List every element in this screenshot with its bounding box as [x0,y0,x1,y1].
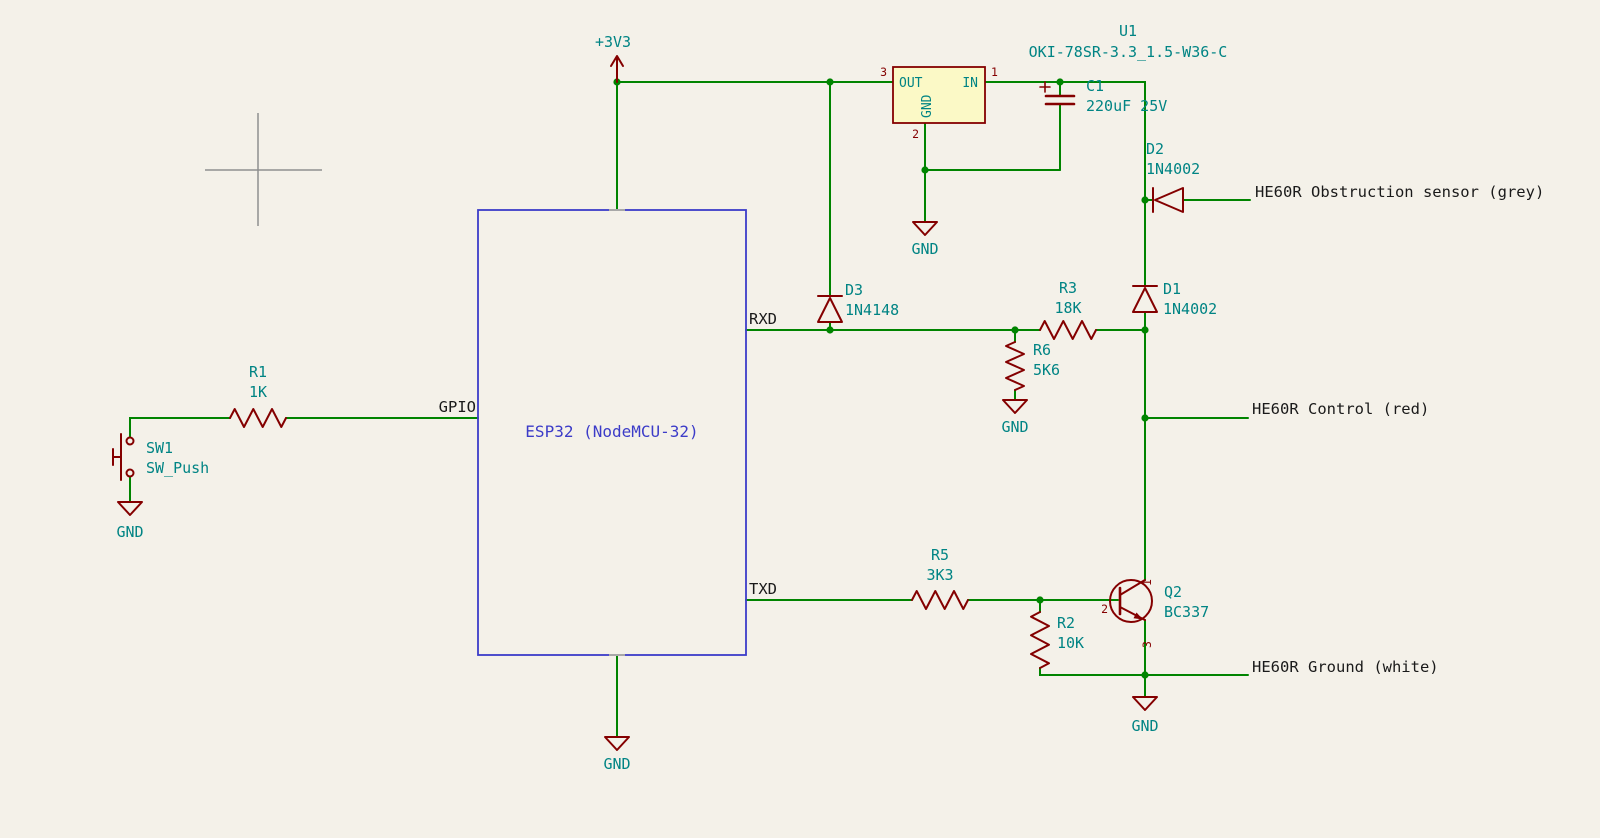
gnd-symbol-r6[interactable]: GND [1001,399,1029,436]
gnd-label[interactable]: GND [1001,418,1028,436]
diode-d2[interactable]: D2 1N4002 [1146,140,1200,213]
resistor-r6[interactable]: R6 5K6 [1005,341,1060,391]
resistor-r1-ref[interactable]: R1 [249,363,267,381]
regulator-u1-ref[interactable]: U1 [1119,22,1137,40]
q2-pin-number-2: 2 [1101,602,1108,616]
esp32-pin-gpio-label[interactable]: GPIO [439,398,476,416]
esp32-sheet-label[interactable]: ESP32 (NodeMCU-32) [525,422,698,441]
gnd-label[interactable]: GND [116,523,143,541]
resistor-r3-value[interactable]: 18K [1054,299,1081,317]
esp32-pin-txd-label[interactable]: TXD [749,580,777,598]
switch-sw1-value[interactable]: SW_Push [146,459,209,477]
resistor-r6-value[interactable]: 5K6 [1033,361,1060,379]
junction-dots [613,78,1149,679]
gnd-label[interactable]: GND [603,755,630,773]
gnd-symbol-sw1[interactable]: GND [116,501,144,541]
net-label-ground[interactable]: HE60R Ground (white) [1252,658,1439,676]
gnd-label[interactable]: GND [911,240,938,258]
power-flag-3v3[interactable]: +3V3 [595,33,631,83]
net-label-control[interactable]: HE60R Control (red) [1252,400,1429,418]
u1-pin-number-2: 2 [912,127,919,141]
capacitor-c1-value[interactable]: 220uF 25V [1086,97,1167,115]
transistor-q2-ref[interactable]: Q2 [1164,583,1182,601]
q2-pin-number-3: 3 [1140,641,1154,648]
u1-pin-gnd-name: GND [920,94,935,118]
diode-d1-value[interactable]: 1N4002 [1163,300,1217,318]
resistor-r1-value[interactable]: 1K [249,383,267,401]
gnd-label[interactable]: GND [1131,717,1158,735]
diode-d3-ref[interactable]: D3 [845,281,863,299]
wire-segment[interactable] [1039,667,1146,676]
resistor-r2-ref[interactable]: R2 [1057,614,1075,632]
power-flag-3v3-label[interactable]: +3V3 [595,33,631,51]
capacitor-c1[interactable]: C1 220uF 25V [1039,77,1167,115]
capacitor-c1-ref[interactable]: C1 [1086,77,1104,95]
resistor-r3[interactable]: R3 18K [1039,279,1097,340]
resistor-r3-ref[interactable]: R3 [1059,279,1077,297]
q2-pin-number-1: 1 [1140,579,1154,586]
resistor-r5-ref[interactable]: R5 [931,546,949,564]
regulator-u1[interactable]: U1 OKI-78SR-3.3_1.5-W36-C OUT IN GND 3 1… [880,22,1227,141]
u1-pin-in-name: IN [962,76,978,91]
resistor-r5[interactable]: R5 3K3 [911,546,969,610]
resistor-r2[interactable]: R2 10K [1030,611,1084,669]
diode-d1-ref[interactable]: D1 [1163,280,1181,298]
wire-segment[interactable] [129,417,231,438]
gnd-symbol-u1[interactable]: GND [911,221,939,258]
u1-pin-number-3: 3 [880,65,887,79]
u1-pin-out-name: OUT [899,76,923,91]
gnd-symbol-esp32[interactable]: GND [603,736,631,773]
esp32-pin-rxd-label[interactable]: RXD [749,310,777,328]
switch-sw1-ref[interactable]: SW1 [146,439,173,457]
diode-d2-ref[interactable]: D2 [1146,140,1164,158]
plus-icon [1039,81,1051,93]
regulator-u1-value[interactable]: OKI-78SR-3.3_1.5-W36-C [1029,43,1228,61]
cursor-crosshair-icon [205,113,322,226]
wires[interactable] [129,81,1251,738]
resistor-r1[interactable]: R1 1K [229,363,287,428]
resistor-r2-value[interactable]: 10K [1057,634,1084,652]
diode-d3[interactable]: D3 1N4148 [817,281,899,323]
transistor-q2[interactable]: 1 2 3 Q2 BC337 [1101,579,1209,648]
emitter-arrow-icon [1133,612,1143,620]
gnd-symbol-q2[interactable]: GND [1131,696,1159,735]
diode-d3-value[interactable]: 1N4148 [845,301,899,319]
transistor-q2-value[interactable]: BC337 [1164,603,1209,621]
net-labels[interactable]: HE60R Obstruction sensor (grey) HE60R Co… [1252,183,1544,676]
resistor-r6-ref[interactable]: R6 [1033,341,1051,359]
u1-pin-number-1: 1 [991,65,998,79]
diode-d1[interactable]: D1 1N4002 [1132,280,1217,318]
net-label-obstruction[interactable]: HE60R Obstruction sensor (grey) [1255,183,1544,201]
diode-d2-value[interactable]: 1N4002 [1146,160,1200,178]
switch-sw1[interactable]: SW1 SW_Push [112,433,209,481]
wire-segment[interactable] [984,81,1146,287]
esp32-sheet[interactable]: ESP32 (NodeMCU-32) GPIO RXD TXD [439,209,777,656]
resistor-r5-value[interactable]: 3K3 [926,566,953,584]
